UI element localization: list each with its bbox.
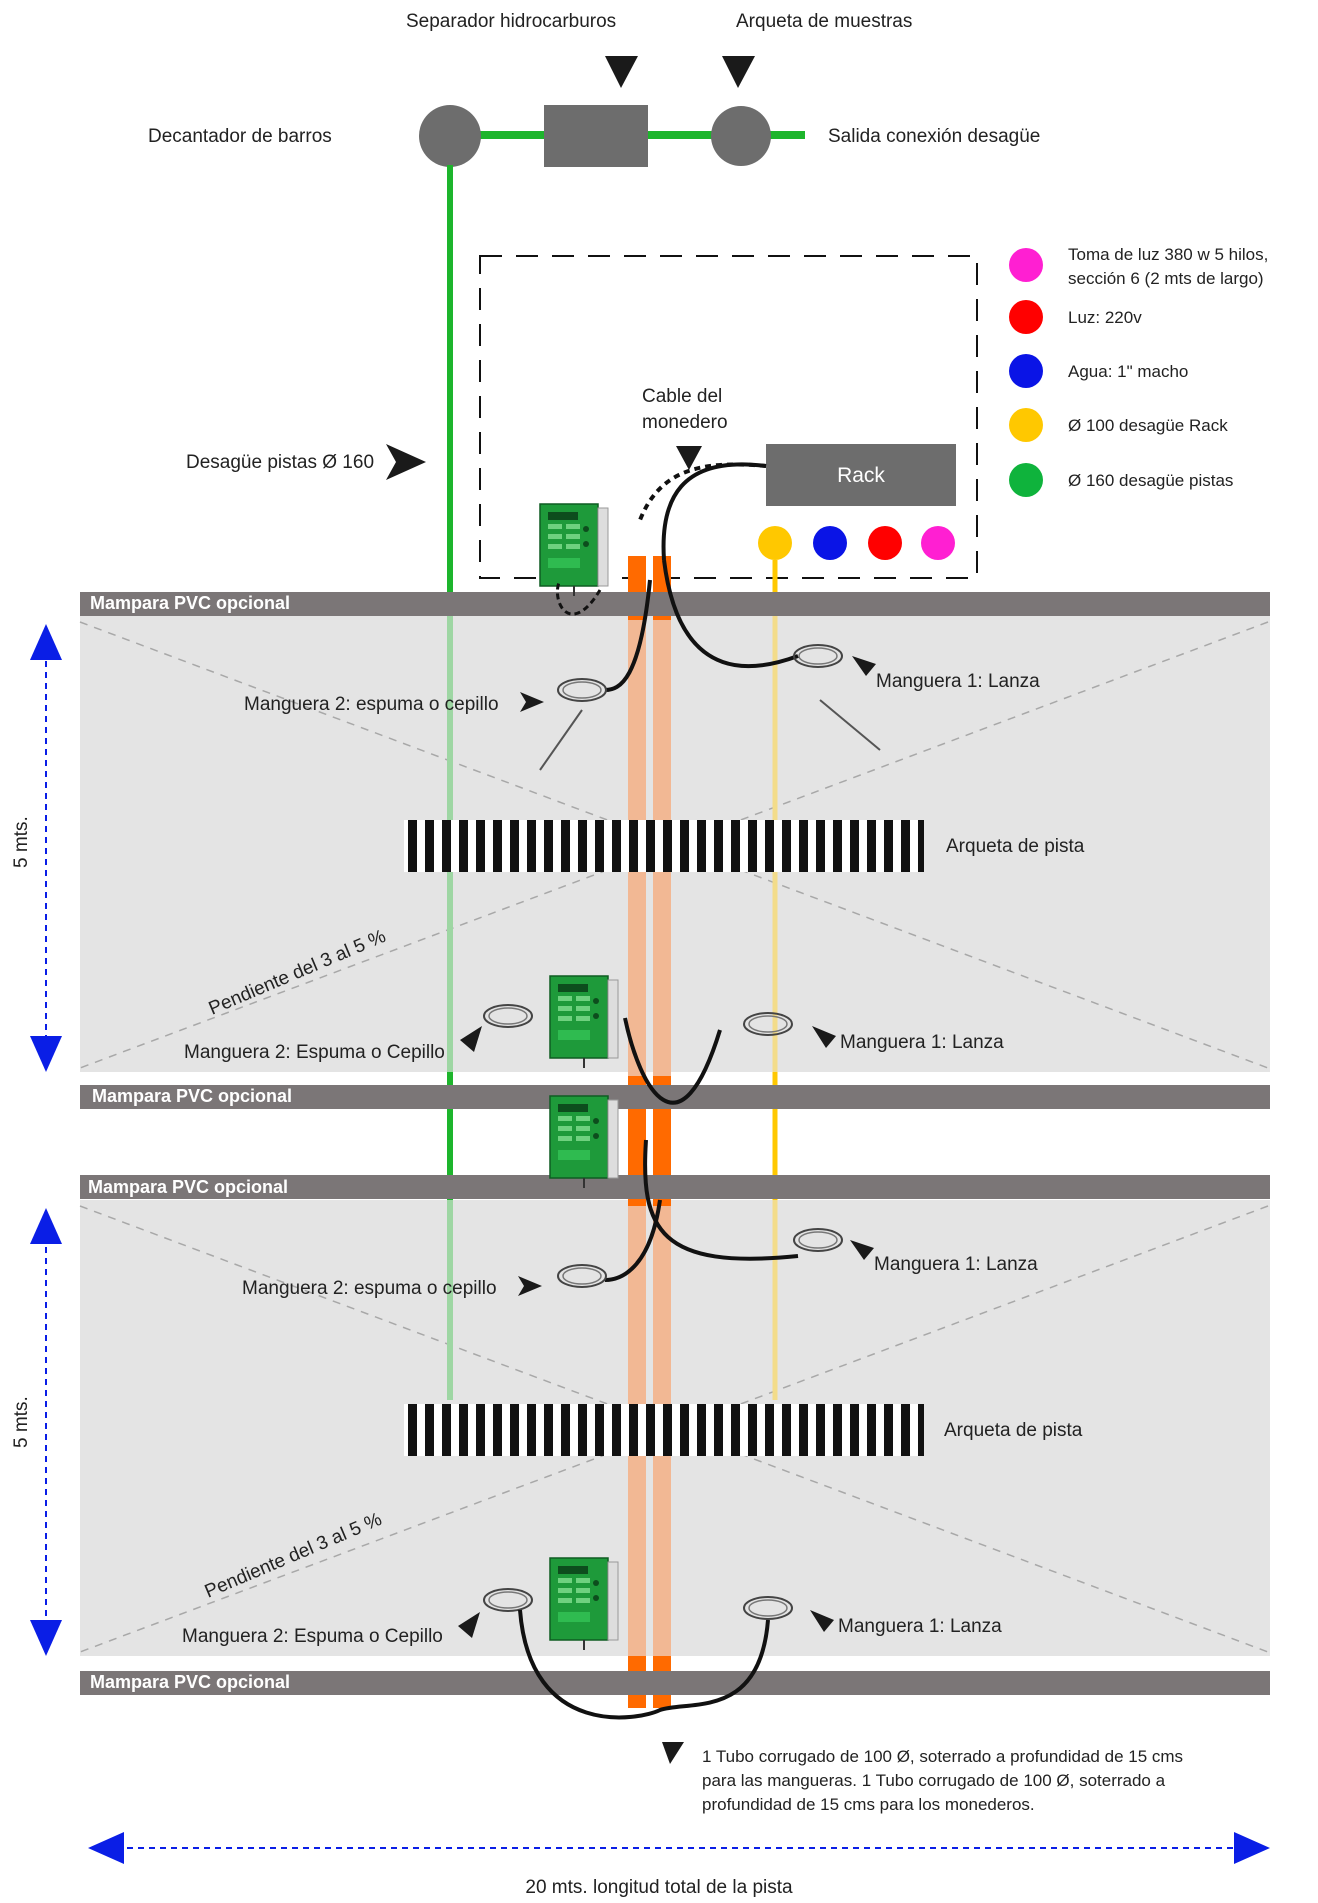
hose-1-bay-1 xyxy=(662,559,799,669)
coin-box-1-cable xyxy=(555,579,602,616)
separator-arrow-icon xyxy=(605,56,638,88)
legend-label-drain: Ø 160 desagüe pistas xyxy=(1068,471,1233,490)
hose-2-bottom-arrow-icon xyxy=(458,1612,480,1638)
bay-2-width-label: 5 mts. xyxy=(11,1396,32,1448)
legend-dot-drain xyxy=(1009,463,1043,497)
hose-2-arrow-icon xyxy=(518,1276,542,1296)
water-dot xyxy=(813,526,847,560)
hose-1-arrow-icon xyxy=(850,1240,874,1260)
legend-label-water: Agua: 1" macho xyxy=(1068,362,1188,381)
power-220-dot xyxy=(868,526,902,560)
hose-2-bay-1 xyxy=(604,579,652,692)
hose-1-bay-2 xyxy=(643,1139,799,1261)
hose-2-arrow-icon xyxy=(520,692,544,712)
legend: Toma de luz 380 w 5 hilos, sección 6 (2 … xyxy=(1009,245,1268,497)
settler-tank xyxy=(419,105,481,167)
legend-dot-380 xyxy=(1009,248,1043,282)
hose-2-bottom-label: Manguera 2: Espuma o Cepillo xyxy=(184,1042,445,1063)
hose-2-label-bay-2: Manguera 2: espuma o cepillo xyxy=(242,1278,497,1299)
sample-arrow-icon xyxy=(722,56,755,88)
settler-label: Decantador de barros xyxy=(148,126,332,147)
grate-label-2: Arqueta de pista xyxy=(944,1420,1083,1441)
hose-bay-2-bottom xyxy=(518,1609,770,1720)
coin-box-3 xyxy=(549,1095,619,1189)
hose-1-label: Manguera 1: Lanza xyxy=(876,671,1040,692)
hydrocarbon-separator xyxy=(544,105,648,167)
tube-note-line-1: 1 Tubo corrugado de 100 Ø, soterrado a p… xyxy=(702,1747,1183,1766)
legend-dot-220 xyxy=(1009,300,1043,334)
track-grate-2 xyxy=(404,1404,924,1456)
hose-1-bottom-arrow-icon xyxy=(812,1026,836,1048)
coin-cable xyxy=(638,462,767,521)
arrow-up-icon xyxy=(30,624,62,660)
legend-dot-rack xyxy=(1009,408,1043,442)
rack-label: Rack xyxy=(837,464,885,487)
outlet-label: Salida conexión desagüe xyxy=(828,126,1040,147)
hose-1-bottom-arrow-icon xyxy=(810,1610,834,1632)
coin-box-2 xyxy=(549,975,619,1069)
pvc-panel-label-2: Mampara PVC opcional xyxy=(92,1086,292,1106)
sample-box xyxy=(711,106,771,166)
pvc-panel-4 xyxy=(80,1671,1270,1695)
pvc-panel-label-3: Mampara PVC opcional xyxy=(88,1177,288,1197)
rack-drain-dot xyxy=(758,526,792,560)
hose-2-bay-2 xyxy=(604,1199,662,1282)
rack-cable xyxy=(661,462,767,561)
legend-label-rack: Ø 100 desagüe Rack xyxy=(1068,416,1228,435)
sample-box-label: Arqueta de muestras xyxy=(736,11,912,32)
legend-dot-water xyxy=(1009,354,1043,388)
coin-cable-arrow-icon xyxy=(676,446,702,470)
coin-cable-label-2: monedero xyxy=(642,412,728,433)
tube-note-line-3: profundidad de 15 cms para los monederos… xyxy=(702,1795,1035,1814)
hose-bay-1-bottom xyxy=(623,1017,722,1105)
pvc-panel-2 xyxy=(80,1085,1270,1109)
rack xyxy=(766,444,956,506)
hose-2-label: Manguera 2: espuma o cepillo xyxy=(244,694,499,715)
brush-lance-icon xyxy=(539,709,583,771)
tube-note-line-2: para las mangueras. 1 Tubo corrugado de … xyxy=(702,1771,1166,1790)
coin-box-1 xyxy=(539,503,609,597)
arrow-down-icon xyxy=(30,1036,62,1072)
bay-1-width-label: 5 mts. xyxy=(11,816,32,868)
legend-label-220: Luz: 220v xyxy=(1068,308,1142,327)
total-length-label: 20 mts. longitud total de la pista xyxy=(525,1877,793,1898)
track-grate-1 xyxy=(404,820,924,872)
coin-box-4 xyxy=(549,1557,619,1651)
lance-icon xyxy=(819,699,881,751)
hose-2-bottom-arrow-icon xyxy=(460,1026,482,1052)
drain-arrow-icon xyxy=(386,444,426,480)
arrow-right-icon xyxy=(1234,1832,1270,1864)
coin-cable-label: Cable del xyxy=(642,386,722,407)
arrow-down-icon xyxy=(30,1620,62,1656)
installation-area xyxy=(479,255,978,579)
hose-1-label-bay-2: Manguera 1: Lanza xyxy=(874,1254,1038,1275)
hose-1-bottom-label-bay-2: Manguera 1: Lanza xyxy=(838,1616,1002,1637)
tube-note-arrow-icon xyxy=(662,1742,684,1764)
legend-label-380: Toma de luz 380 w 5 hilos, xyxy=(1068,245,1268,264)
separator-label: Separador hidrocarburos xyxy=(406,11,616,32)
drain-label: Desagüe pistas Ø 160 xyxy=(186,452,374,473)
arrow-up-icon xyxy=(30,1208,62,1244)
arrow-left-icon xyxy=(88,1832,124,1864)
hose-2-bottom-label-bay-2: Manguera 2: Espuma o Cepillo xyxy=(182,1626,443,1647)
power-380-dot xyxy=(921,526,955,560)
hose-1-arrow-icon xyxy=(852,656,876,676)
pvc-panel-3 xyxy=(80,1175,1270,1199)
grate-label-1: Arqueta de pista xyxy=(946,836,1085,857)
legend-label-380-b: sección 6 (2 mts de largo) xyxy=(1068,269,1264,288)
pvc-panel-label-1: Mampara PVC opcional xyxy=(90,593,290,613)
hose-1-bottom-label: Manguera 1: Lanza xyxy=(840,1032,1004,1053)
pvc-panel-label-4: Mampara PVC opcional xyxy=(90,1672,290,1692)
